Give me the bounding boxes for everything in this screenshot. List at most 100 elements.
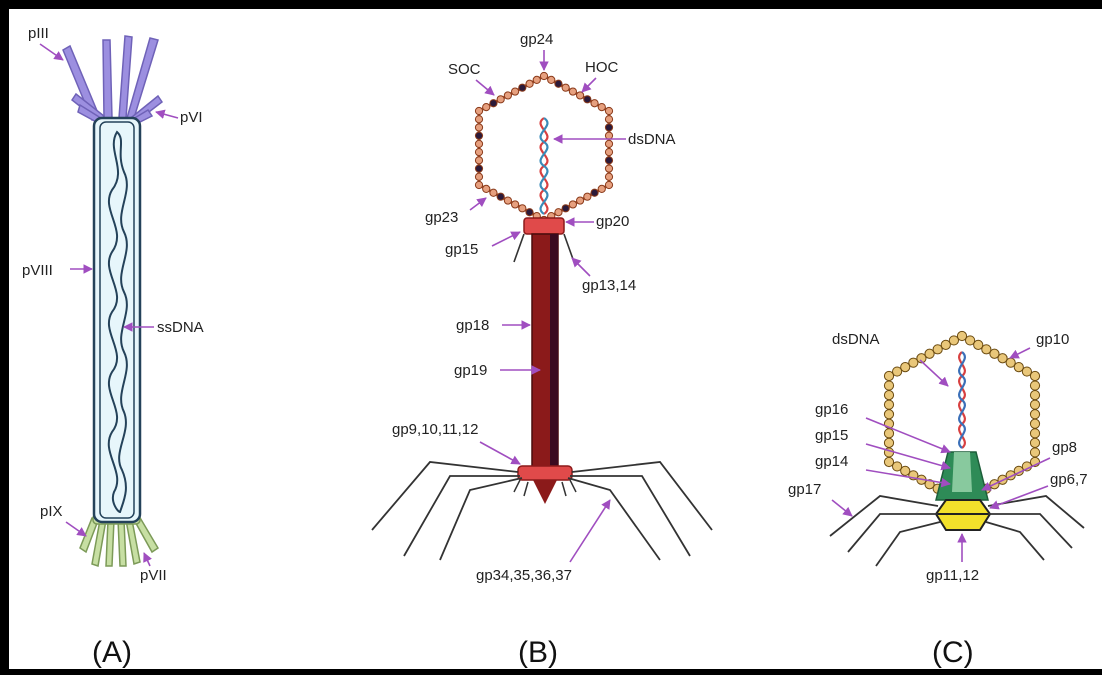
capsid-bead: [475, 132, 482, 139]
capsid-bead: [605, 107, 612, 114]
caption-a: (A): [92, 636, 132, 669]
capsid-bead: [490, 100, 497, 107]
capsid-bead: [598, 104, 605, 111]
label-gp16: gp16: [815, 401, 848, 418]
capsid-bead: [605, 181, 612, 188]
label-gp15-b: gp15: [445, 241, 478, 258]
capsid-bead: [1030, 400, 1039, 409]
label-dsdna-c: dsDNA: [832, 331, 880, 348]
label-gp13-14: gp13,14: [582, 277, 636, 294]
capsid-bead: [577, 197, 584, 204]
label-gp20: gp20: [596, 213, 629, 230]
capsid-bead: [884, 391, 893, 400]
capsid-bead: [884, 438, 893, 447]
capsid-bead: [497, 193, 504, 200]
label-gp14: gp14: [815, 453, 848, 470]
panel-a: pIII pVI pVIII ssDNA pIX pVII (A): [22, 25, 204, 669]
capsid-bead: [605, 173, 612, 180]
label-dsdna-b: dsDNA: [628, 131, 676, 148]
caption-c: (C): [932, 636, 974, 669]
capsid-bead: [483, 185, 490, 192]
capsid-bead: [605, 157, 612, 164]
label-gp15-c: gp15: [815, 427, 848, 444]
capsid-bead: [504, 197, 511, 204]
capsid-bead: [884, 457, 893, 466]
capsid-bead: [1030, 391, 1039, 400]
label-gp24: gp24: [520, 31, 553, 48]
capsid-bead: [475, 116, 482, 123]
capsid-bead: [475, 107, 482, 114]
capsid-bead: [605, 165, 612, 172]
capsid-bead: [519, 205, 526, 212]
capsid-bead: [1030, 371, 1039, 380]
capsid-bead: [475, 173, 482, 180]
capsid-bead: [1030, 410, 1039, 419]
label-piii: pIII: [28, 25, 49, 42]
capsid-bead: [1030, 419, 1039, 428]
label-gp19: gp19: [454, 362, 487, 379]
t4-baseplate: [518, 466, 572, 480]
capsid-bead: [1030, 438, 1039, 447]
capsid-bead: [884, 400, 893, 409]
capsid-bead: [584, 96, 591, 103]
capsid-bead: [598, 185, 605, 192]
caption-b: (B): [518, 636, 558, 669]
capsid-bead: [949, 336, 958, 345]
capsid-bead: [1030, 429, 1039, 438]
label-gp9-12: gp9,10,11,12: [392, 421, 478, 438]
label-gp18: gp18: [456, 317, 489, 334]
capsid-bead: [605, 124, 612, 131]
capsid-bead: [605, 116, 612, 123]
label-gp17: gp17: [788, 481, 821, 498]
capsid-bead: [490, 189, 497, 196]
capsid-bead: [475, 124, 482, 131]
label-gp6-7: gp6,7: [1050, 471, 1088, 488]
capsid-bead: [526, 80, 533, 87]
panel-c: dsDNA gp10 gp16 gp15 gp14 gp8 gp17 gp6,7…: [788, 331, 1088, 669]
phage-diagram: pIII pVI pVIII ssDNA pIX pVII (A): [9, 9, 1102, 669]
capsid-bead: [562, 205, 569, 212]
label-pix: pIX: [40, 503, 63, 520]
label-pvii: pVII: [140, 567, 167, 584]
label-pviii: pVIII: [22, 262, 53, 279]
capsid-bead: [591, 100, 598, 107]
capsid-bead: [497, 96, 504, 103]
capsid-bead: [884, 410, 893, 419]
label-hoc: HOC: [585, 59, 619, 76]
capsid-bead: [475, 181, 482, 188]
capsid-bead: [584, 193, 591, 200]
capsid-bead: [548, 76, 555, 83]
capsid-bead: [605, 149, 612, 156]
capsid-bead: [555, 209, 562, 216]
label-ssdna: ssDNA: [157, 319, 204, 336]
capsid-bead: [475, 149, 482, 156]
label-pvi: pVI: [180, 109, 203, 126]
capsid-bead: [884, 429, 893, 438]
capsid-bead: [555, 80, 562, 87]
panel-b: gp24 SOC HOC dsDNA gp23 gp20 gp15 gp13,1…: [372, 31, 712, 669]
capsid-bead: [1030, 448, 1039, 457]
label-gp8: gp8: [1052, 439, 1077, 456]
label-gp10: gp10: [1036, 331, 1069, 348]
t4-collar: [524, 218, 564, 234]
capsid-bead: [605, 140, 612, 147]
label-soc: SOC: [448, 61, 481, 78]
capsid-bead: [1030, 381, 1039, 390]
capsid-bead: [562, 84, 569, 91]
capsid-bead: [512, 88, 519, 95]
capsid-bead: [569, 88, 576, 95]
capsid-bead: [605, 132, 612, 139]
capsid-bead: [475, 165, 482, 172]
capsid-bead: [569, 201, 576, 208]
capsid-bead: [533, 76, 540, 83]
capsid-bead: [540, 72, 547, 79]
capsid-bead: [519, 84, 526, 91]
capsid-bead: [591, 189, 598, 196]
label-gp34-37: gp34,35,36,37: [476, 567, 572, 584]
label-gp11-12: gp11,12: [926, 567, 979, 584]
capsid-bead: [475, 157, 482, 164]
label-gp23: gp23: [425, 209, 458, 226]
figure-frame: pIII pVI pVIII ssDNA pIX pVII (A): [9, 9, 1102, 669]
capsid-bead: [526, 209, 533, 216]
capsid-bead: [512, 201, 519, 208]
